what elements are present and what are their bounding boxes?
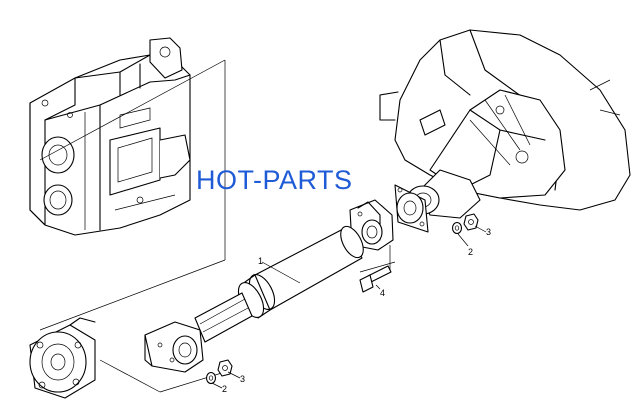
watermark-text: HOT-PARTS (196, 165, 353, 195)
callout-1: 1 (258, 256, 263, 266)
callout-2-right: 2 (468, 247, 473, 257)
rear-axle-housing (379, 29, 631, 219)
callout-4: 4 (380, 288, 385, 298)
transmission-assembly (29, 37, 191, 236)
callout-3-right: 3 (486, 227, 491, 237)
bolt-item-4 (359, 265, 392, 293)
callout-2-left: 2 (222, 384, 227, 394)
output-flange (29, 317, 96, 399)
propeller-shaft (144, 199, 394, 373)
callout-3-left: 3 (240, 374, 245, 384)
nut-right (463, 213, 479, 231)
washer-right (451, 221, 463, 235)
pinion-flange (394, 184, 429, 233)
nut-left (217, 359, 233, 377)
callout-leaders (211, 225, 487, 389)
washer-left (205, 371, 217, 385)
